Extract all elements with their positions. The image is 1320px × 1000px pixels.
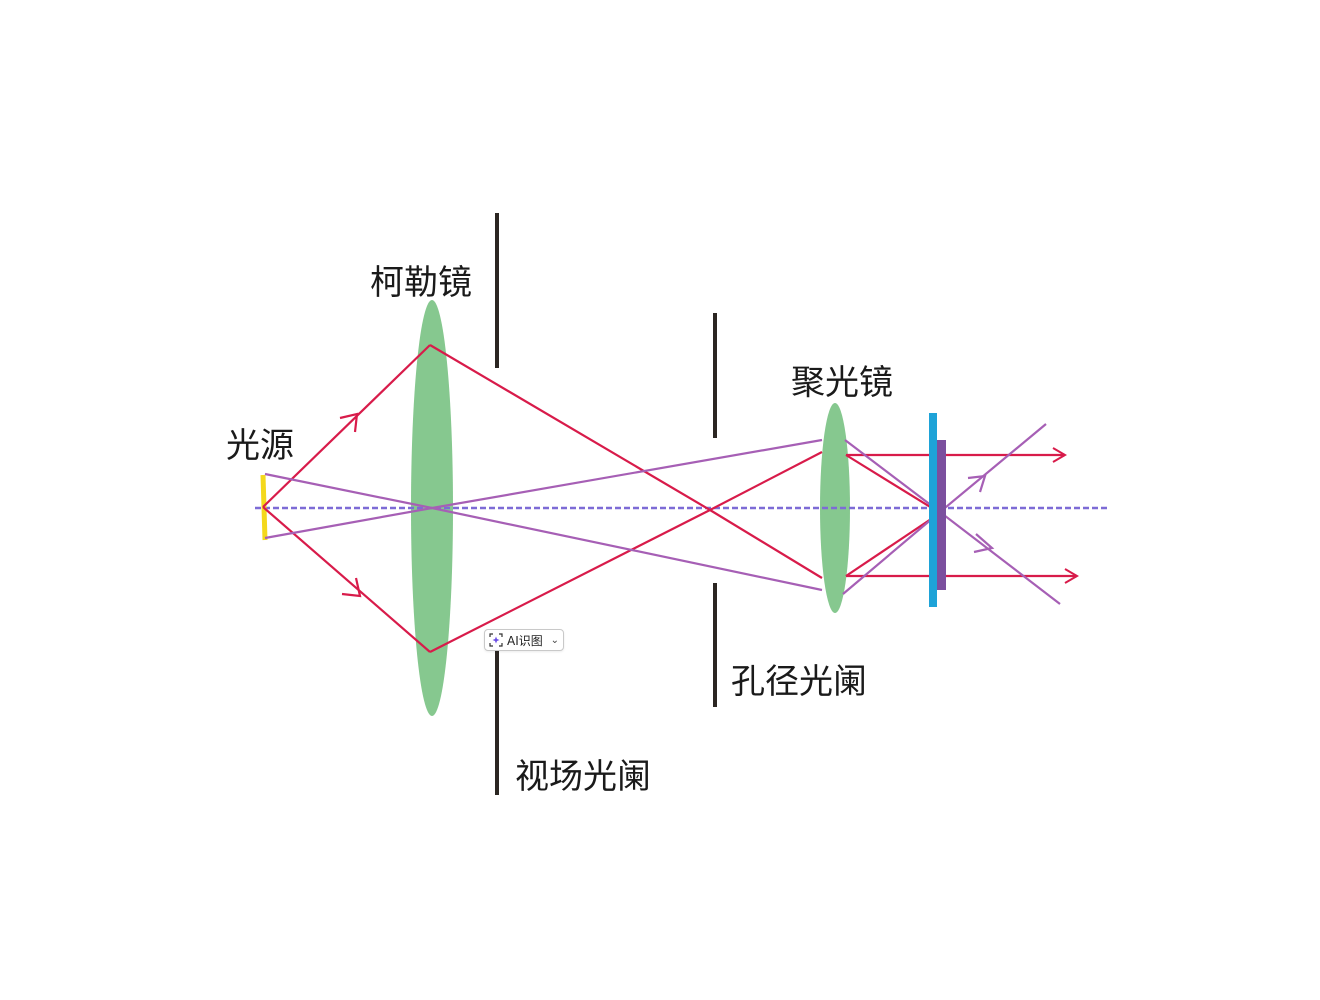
red-ray-top-cross <box>429 344 823 579</box>
specimen-sample <box>937 440 946 590</box>
red-ray-bottom-cross <box>429 451 823 653</box>
purple-chevron-lower <box>973 533 995 554</box>
arrow-icon-upper <box>339 412 359 433</box>
ai-recognize-button[interactable]: AI识图 ⌄ <box>484 629 564 651</box>
ai-recognize-label: AI识图 <box>507 633 543 648</box>
specimen-slide <box>929 413 937 607</box>
purple-chevron-upper <box>967 474 987 493</box>
red-lens-crossing-lower <box>845 512 941 577</box>
label-field-stop: 视场光阑 <box>515 757 651 797</box>
label-aperture-stop: 孔径光阑 <box>731 662 867 702</box>
arrow-icon-lower <box>341 577 362 598</box>
red-lens-crossing-upper <box>845 454 941 514</box>
purple-ray-exit-down <box>842 510 1061 605</box>
purple-ray-1 <box>264 438 823 510</box>
ai-scan-icon <box>489 633 503 647</box>
chevron-down-icon[interactable]: ⌄ <box>550 634 559 646</box>
red-ray-source-down <box>262 506 431 653</box>
label-kohler-lens: 柯勒镜 <box>370 263 472 303</box>
purple-ray-2 <box>264 506 823 592</box>
label-light-source: 光源 <box>226 426 294 466</box>
label-condenser: 聚光镜 <box>791 363 893 403</box>
